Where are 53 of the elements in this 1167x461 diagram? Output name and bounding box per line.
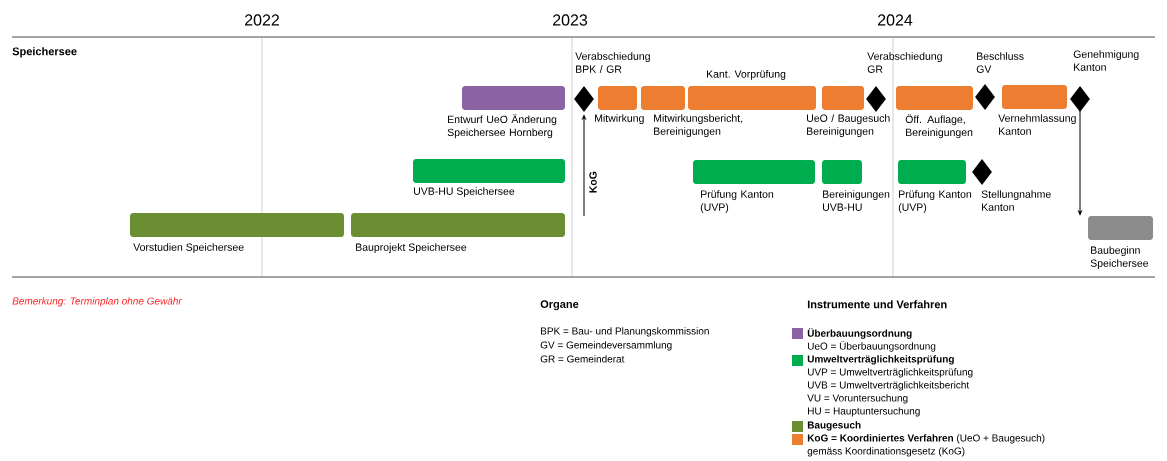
timeline-bar: UVB-HU Speichersee bbox=[413, 159, 565, 197]
node-label: Entwurf UeO Änderung Speichersee Hornberg bbox=[447, 114, 557, 139]
year-label: 2023 bbox=[553, 14, 588, 26]
abbreviation-text: GR = Gemeinderat bbox=[540, 355, 625, 363]
node-label: Vernehmlassung Kanton bbox=[998, 114, 1076, 135]
legend-text: KoG = Koordiniertes Verfahren (UeO + Baugesuch) bbox=[807, 434, 1045, 444]
node-label: Bauprojekt Speichersee bbox=[356, 243, 467, 253]
abbreviation-text: UVP = Umweltverträglichkeitsprüfung bbox=[808, 368, 973, 378]
node-label: UVB-HU Speichersee bbox=[414, 187, 515, 197]
abbreviation-text: UeO = Überbauungsordnung bbox=[808, 341, 936, 352]
remark-note: Bemerkung: Terminplan ohne Gewähr bbox=[12, 297, 183, 307]
node-label: Kant. Vorprüfung bbox=[706, 70, 786, 80]
arrow bbox=[1078, 109, 1082, 215]
legend-heading: Instrumente und Verfahren bbox=[807, 300, 947, 309]
node-label: Beschluss GV bbox=[976, 52, 1024, 73]
timeline-bar: Bauprojekt Speichersee bbox=[351, 213, 565, 253]
year-label: 2024 bbox=[878, 14, 913, 26]
abbreviation-text: gemäss Koordinationsgesetz (KoG) bbox=[807, 447, 965, 457]
node-label: Mitwirkungsbericht, Bereinigungen bbox=[654, 114, 743, 137]
node-label: Öff. Auflage, Bereinigungen bbox=[905, 114, 973, 139]
timeline-bar: Prüfung Kanton (UVP) bbox=[693, 160, 815, 213]
year-label: 2022 bbox=[245, 14, 279, 26]
timeline-bar: Vorstudien Speichersee bbox=[130, 213, 344, 253]
timeline-bar: Bereinigungen UVB-HU bbox=[822, 160, 890, 211]
node-label: Bereinigungen UVB-HU bbox=[823, 190, 890, 211]
arrow bbox=[582, 115, 586, 217]
legend-text: Baugesuch bbox=[807, 421, 861, 431]
abbreviation-text: BPK = Bau- und Planungskommission bbox=[541, 327, 709, 337]
legend-text: Überbauungsordnung bbox=[807, 328, 912, 339]
row-title: Speichersee bbox=[12, 47, 77, 58]
node-label: UeO / Baugesuch Bereinigungen bbox=[807, 114, 890, 137]
node-label: Verabschiedung BPK / GR bbox=[575, 52, 650, 73]
node-label: Genehmigung Kanton bbox=[1073, 50, 1139, 71]
abbreviation-text: HU = Hauptuntersuchung bbox=[808, 407, 920, 417]
legend-text: Umweltverträglichkeitsprüfung bbox=[807, 355, 954, 365]
node-label: Baubeginn Speichersee bbox=[1090, 246, 1149, 269]
node-label: Prüfung Kanton (UVP) bbox=[898, 190, 972, 213]
timeline-bar: Öff. Auflage, Bereinigungen bbox=[896, 86, 973, 139]
timeline-bar: Prüfung Kanton (UVP) bbox=[898, 160, 972, 213]
abbreviation-text: VU = Voruntersuchung bbox=[807, 394, 908, 404]
timeline-bar: Baubeginn Speichersee bbox=[1088, 216, 1153, 269]
abbreviation-text: UVB = Umweltverträglichkeitsbericht bbox=[808, 381, 970, 391]
abbreviation-text: GV = Gemeindeversammlung bbox=[540, 341, 672, 351]
timeline-bar: Vernehmlassung Kanton bbox=[998, 85, 1076, 135]
node-label: Vorstudien Speichersee bbox=[133, 243, 244, 253]
node-label: Prüfung Kanton (UVP) bbox=[700, 190, 774, 213]
timeline-bar: Mitwirkung bbox=[595, 86, 644, 124]
timeline-bar: Entwurf UeO Änderung Speichersee Hornberg bbox=[447, 86, 565, 139]
node-label: Mitwirkung bbox=[595, 114, 644, 124]
node-label: Verabschiedung GR bbox=[867, 52, 942, 73]
node-label: Stellungnahme Kanton bbox=[981, 190, 1051, 211]
edge-label: KoG bbox=[589, 171, 597, 193]
legend-heading: Organe bbox=[540, 300, 579, 311]
